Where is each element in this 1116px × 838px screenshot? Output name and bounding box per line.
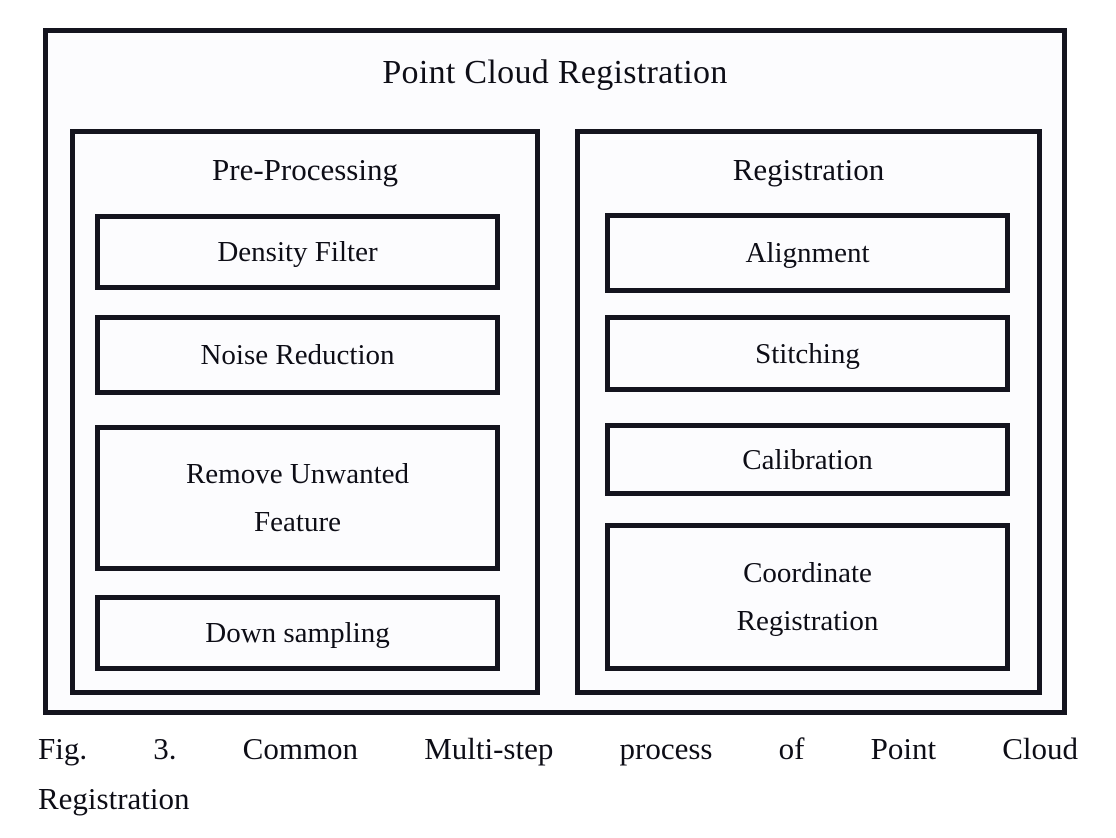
step-box-down-sampling[interactable]: Down sampling [95,595,500,671]
step-box-noise-reduction[interactable]: Noise Reduction [95,315,500,395]
step-box-density-filter[interactable]: Density Filter [95,214,500,290]
column-registration: Registration Alignment Stitching Calibra… [575,129,1042,695]
column-pre-processing: Pre-Processing Density Filter Noise Redu… [70,129,540,695]
step-box-calibration[interactable]: Calibration [605,423,1010,496]
figure-caption: Fig. 3. Common Multi-step process of Poi… [38,724,1078,824]
step-label-noise-reduction: Noise Reduction [200,339,395,371]
step-label-calibration: Calibration [742,443,873,476]
step-box-remove-unwanted-feature[interactable]: Remove Unwanted Feature [95,425,500,571]
figure-caption-line-1: Fig. 3. Common Multi-step process of Poi… [38,731,1078,766]
step-label-down-sampling: Down sampling [205,617,390,649]
step-box-stitching[interactable]: Stitching [605,315,1010,392]
step-label-stitching: Stitching [755,337,860,370]
column-title-registration: Registration [732,152,885,187]
column-title-pre-processing: Pre-Processing [212,152,398,187]
page-title: Point Cloud Registration [382,54,728,91]
step-box-coordinate-registration[interactable]: Coordinate Registration [605,523,1010,671]
step-label-remove-unwanted-feature: Remove Unwanted Feature [185,458,410,538]
figure-caption-line-2: Registration [38,781,190,816]
step-label-density-filter: Density Filter [217,236,378,268]
step-box-alignment[interactable]: Alignment [605,213,1010,293]
step-label-coordinate-registration: Coordinate Registration [736,557,879,637]
step-label-alignment: Alignment [745,237,870,269]
point-cloud-registration-frame: Point Cloud Registration Pre-Processing … [43,28,1067,715]
